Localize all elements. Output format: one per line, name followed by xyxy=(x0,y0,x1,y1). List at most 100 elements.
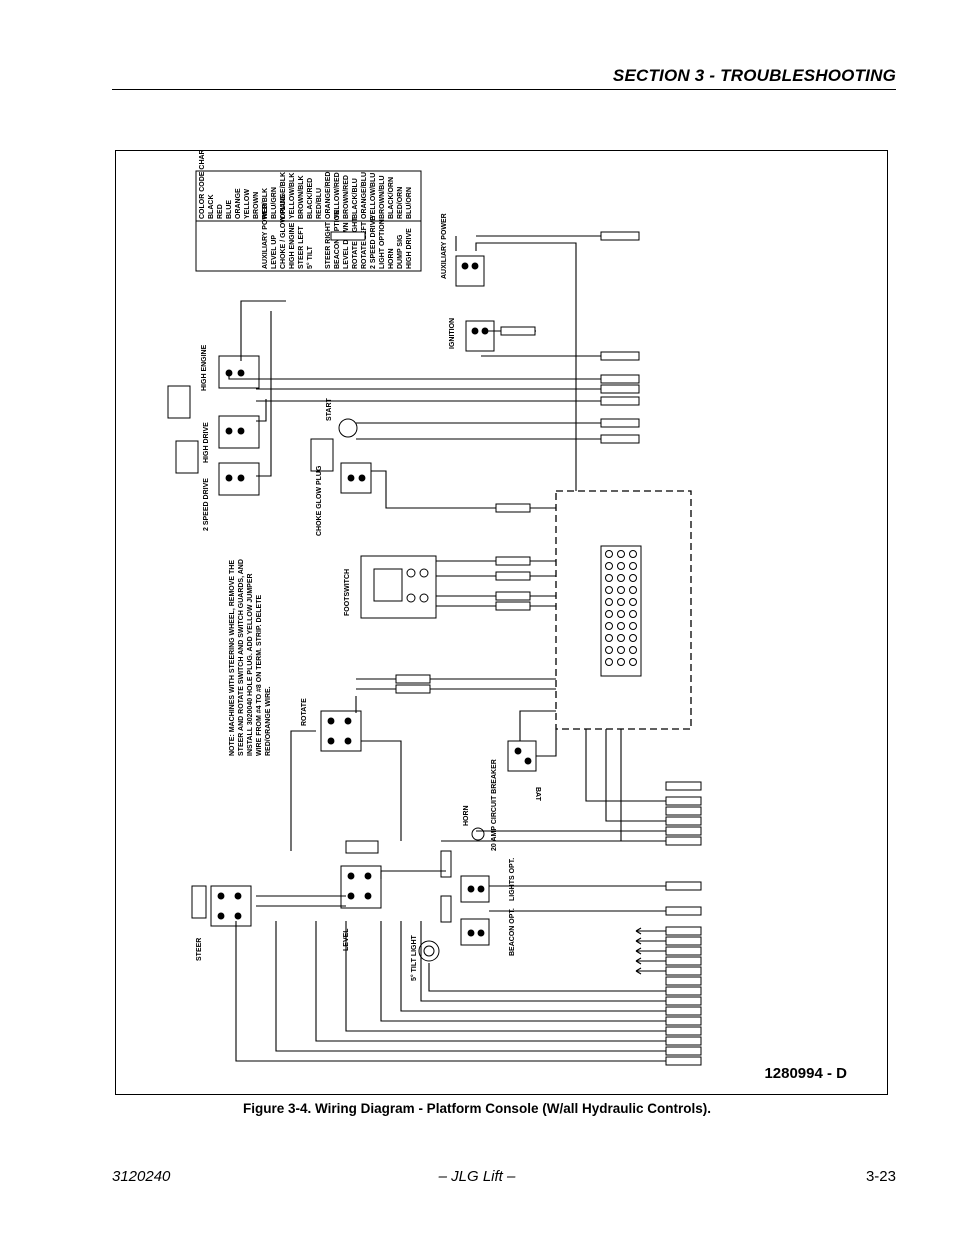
wire-label-box xyxy=(665,816,702,826)
wire-label-box xyxy=(495,591,531,601)
terminal-pin xyxy=(617,574,625,582)
wire-label-box xyxy=(665,1016,702,1026)
wire-label-box xyxy=(600,384,640,394)
wire-label-box xyxy=(600,396,640,406)
note-line: NOTE: MACHINES WITH STEERING WHEEL, REMO… xyxy=(229,560,236,756)
terminal-pin xyxy=(629,586,637,594)
tilt-light-label: 5° TILT LIGHT xyxy=(410,934,418,981)
wire-label-box xyxy=(665,1026,702,1036)
color-chart-color: BROWN/BLK xyxy=(298,175,305,219)
color-chart-title: COLOR CODE CHART 1/1/96 xyxy=(199,151,206,219)
terminal-pin xyxy=(629,610,637,618)
color-chart-color: ORANGE/RED xyxy=(325,172,332,219)
choke-glow-plug-label: CHOKE GLOW PLUG xyxy=(316,465,323,536)
color-chart-color: BROWN/BLU xyxy=(379,175,386,219)
terminal-pin xyxy=(617,646,625,654)
wire-label-box xyxy=(665,926,702,936)
color-chart-color: BLACK/BLU xyxy=(352,178,359,219)
footswitch-label: FOOTSWITCH xyxy=(344,569,351,616)
drawing-number: 1280994 - D xyxy=(764,1065,847,1082)
wire-label-box xyxy=(665,966,702,976)
color-chart-function: ROTATE RIGHT xyxy=(352,217,359,269)
terminal-pin xyxy=(617,598,625,606)
color-chart-function: LIGHT OPTION xyxy=(379,219,386,269)
rotate-switch: ROTATE xyxy=(301,698,362,752)
color-chart-color: YELLOW/RED xyxy=(334,172,341,219)
start-label: START xyxy=(326,397,333,421)
header-rule xyxy=(112,89,896,90)
color-chart-function: DUMP SIG xyxy=(397,234,404,269)
wire-label-box xyxy=(665,976,702,986)
wire-label-box xyxy=(665,956,702,966)
note-block: NOTE: MACHINES WITH STEERING WHEEL, REMO… xyxy=(229,559,272,756)
color-chart-color: BLACK/RED xyxy=(307,178,314,219)
high-engine-label: HIGH ENGINE xyxy=(201,344,208,391)
beacon-option: BEACON OPT. xyxy=(440,895,516,956)
terminal-pin xyxy=(629,646,637,654)
terminal-pin xyxy=(605,598,613,606)
color-chart-function: AUXILIARY POWER xyxy=(262,203,269,269)
ignition-label: IGNITION xyxy=(449,318,456,349)
figure-caption: Figure 3-4. Wiring Diagram - Platform Co… xyxy=(243,1101,711,1116)
terminal-pin xyxy=(617,658,625,666)
wires xyxy=(228,235,666,992)
color-chart-color: BLACK xyxy=(208,195,215,220)
bus-wire xyxy=(275,921,666,1052)
color-chart-function: STEER LEFT xyxy=(298,225,305,269)
wire-label-box xyxy=(495,571,531,581)
color-chart-function: STEER RIGHT xyxy=(325,221,332,269)
wire-label-box xyxy=(665,1036,702,1046)
color-chart-color: BROWN xyxy=(253,192,260,219)
wire-label-box xyxy=(330,231,366,241)
color-chart-function: ROTATE LEFT xyxy=(361,221,368,269)
terminal-pin xyxy=(629,574,637,582)
terminal-strip-box xyxy=(555,490,692,730)
terminal-pin xyxy=(629,550,637,558)
footswitch: FOOTSWITCH xyxy=(344,555,437,619)
color-chart-function: LEVEL UP xyxy=(271,235,278,269)
page-number: 3-23 xyxy=(865,1168,896,1185)
terminal-pin xyxy=(617,550,625,558)
arrow-wire xyxy=(635,957,666,965)
color-chart-function: CHOKE / GLOW PLUG xyxy=(280,194,287,269)
bus-wire xyxy=(345,921,666,1032)
terminal-pin xyxy=(629,598,637,606)
bottom-bus-wires xyxy=(235,921,666,1062)
wire-label-box xyxy=(600,351,640,361)
terminal-pin xyxy=(629,658,637,666)
bus-wire xyxy=(380,921,666,1022)
color-chart-function: HIGH DRIVE xyxy=(406,228,413,269)
start-switch: START xyxy=(326,397,358,438)
color-chart-function: 2 SPEED DRIVE xyxy=(370,216,377,269)
color-chart-function: HORN xyxy=(388,248,395,269)
wire-label-box xyxy=(665,836,702,846)
terminal-pin xyxy=(617,634,625,642)
two-speed-drive-switch: 2 SPEED DRIVE xyxy=(203,462,260,531)
wire-label-box xyxy=(665,1056,702,1066)
color-chart-color: RED xyxy=(217,204,224,219)
color-chart-color: BROWN/RED xyxy=(343,175,350,219)
steer-switch: STEER xyxy=(191,885,252,961)
wire-label-box xyxy=(665,906,702,916)
color-chart-color: RED/BLU xyxy=(316,188,323,219)
arrow-wire xyxy=(635,927,666,935)
high-drive-switch: HIGH DRIVE xyxy=(175,415,260,474)
circuit-breaker: 20 AMP CIRCUIT BREAKER BAT xyxy=(491,740,541,851)
terminal-pin xyxy=(605,646,613,654)
wire-label-box xyxy=(495,601,531,611)
color-chart-color: BLUE xyxy=(226,200,233,219)
high-engine-switch: HIGH ENGINE xyxy=(167,344,260,419)
arrow-wire xyxy=(635,947,666,955)
wire-label-box xyxy=(665,881,702,891)
terminal-block xyxy=(600,545,642,677)
wire-label-box xyxy=(495,556,531,566)
color-chart-color: YELLOW/BLU xyxy=(370,173,377,219)
terminal-pin xyxy=(605,658,613,666)
lights-opt-label: LIGHTS OPT. xyxy=(509,858,516,901)
arrow-wire xyxy=(635,967,666,975)
color-chart-color: RED/ORN xyxy=(397,187,404,219)
rotate-label: ROTATE xyxy=(301,698,308,726)
